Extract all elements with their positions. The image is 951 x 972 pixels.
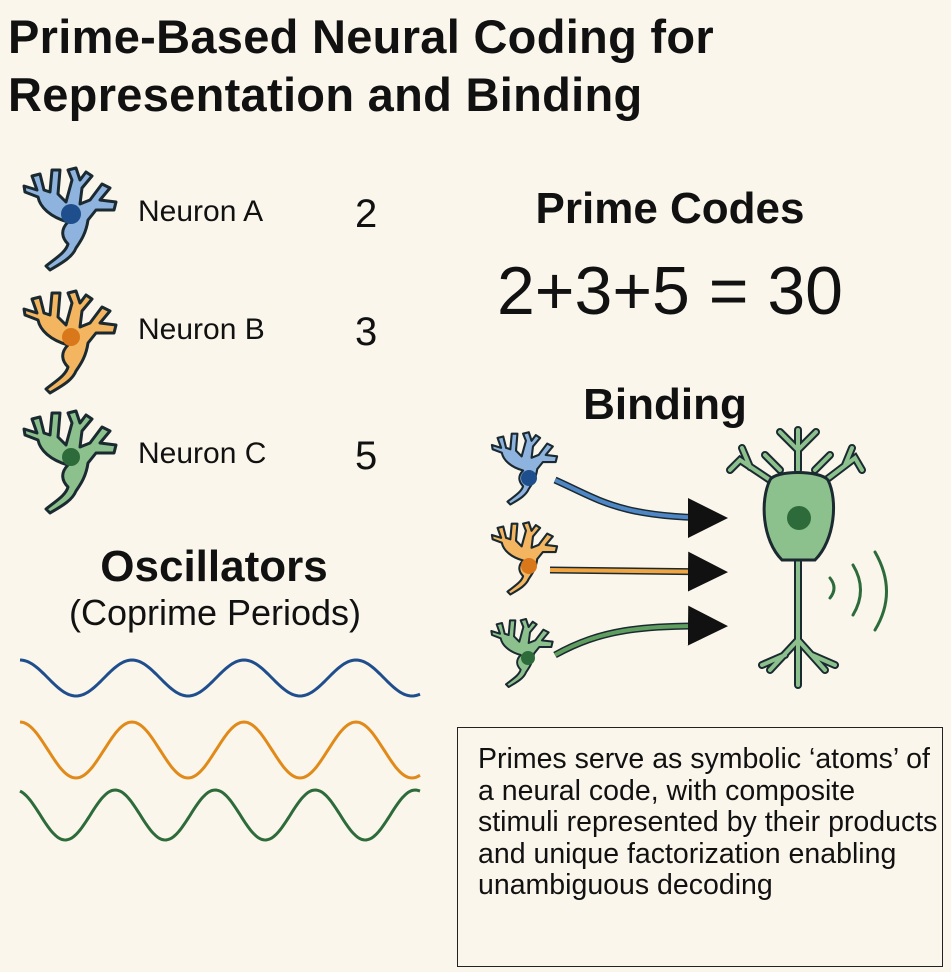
neuron-b-icon: [22, 289, 118, 395]
neuron-c-prime: 5: [355, 434, 378, 478]
prime-equation: 2+3+5 = 30: [496, 253, 843, 329]
binding-input-blue-neuron-icon: [490, 431, 728, 538]
explanation-box: Primes serve as symbolic ‘atoms’ of a ne…: [457, 727, 943, 967]
binding-output-neuron-icon: [726, 426, 866, 689]
neuron-a-prime: 2: [355, 192, 378, 236]
oscillator-wave-green: [19, 788, 421, 842]
neuron-c-icon: [22, 409, 118, 515]
prime-codes-heading: Prime Codes: [535, 184, 805, 233]
title-line-1: Prime-Based Neural Coding for: [8, 10, 714, 63]
signal-waves-icon: [828, 550, 888, 632]
oscillators-subheading: (Coprime Periods): [68, 592, 362, 633]
binding-input-green-neuron-icon: [490, 605, 728, 688]
neuron-b-label: Neuron B: [138, 313, 265, 346]
neuron-b-prime: 3: [355, 310, 378, 354]
binding-input-orange-neuron-icon: [490, 521, 728, 596]
oscillator-wave-blue: [19, 658, 421, 698]
title-line-2: Representation and Binding: [8, 68, 643, 121]
page-title: Prime-Based Neural Coding for Representa…: [8, 8, 714, 124]
oscillator-wave-orange: [19, 720, 421, 780]
neuron-a-label: Neuron A: [138, 195, 264, 228]
neuron-c-label: Neuron C: [138, 437, 267, 470]
binding-heading: Binding: [583, 380, 747, 429]
neuron-a-icon: [22, 166, 118, 272]
oscillators-heading: Oscillators: [100, 542, 328, 591]
